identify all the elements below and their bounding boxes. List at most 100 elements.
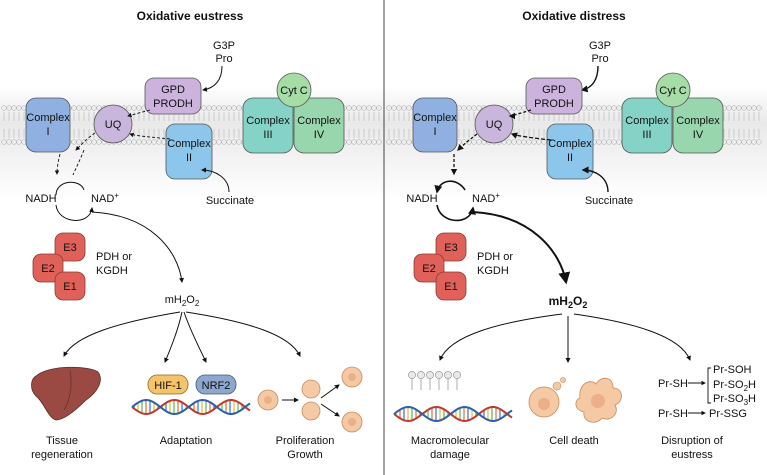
complex-i-num: I	[433, 126, 436, 138]
cell-fragment	[552, 381, 562, 391]
regeneration-label: regeneration	[31, 449, 93, 461]
lipid-head	[236, 139, 242, 145]
lipid-head	[516, 139, 522, 145]
complex-iv-label: Complex	[676, 115, 720, 127]
complexii-to-uq-arrow	[129, 132, 171, 140]
lipid-head	[417, 371, 425, 379]
lipid-head	[76, 105, 82, 111]
lipid-head	[71, 139, 77, 145]
lipid-head	[351, 105, 357, 111]
lipid-head	[351, 139, 357, 145]
flow-to-mh2o2	[472, 211, 571, 285]
adaptation-label: Adaptation	[160, 435, 213, 447]
lipid-head	[741, 105, 747, 111]
lipid-head	[356, 139, 362, 145]
lipid-head	[591, 105, 597, 111]
lipid-head	[131, 139, 137, 145]
panel-right: Oxidative distress G3P Pro GPD PRODH Com…	[386, 9, 762, 461]
lipid-head	[231, 105, 237, 111]
gpd-label: GPD	[161, 84, 185, 96]
lipid-head	[453, 371, 461, 379]
lipid-head	[206, 105, 212, 111]
lipid-head	[86, 139, 92, 145]
nrf2-label: NRF2	[202, 380, 231, 392]
g3p-label: G3P	[589, 40, 611, 52]
lipid-head	[726, 139, 732, 145]
nad-label: NAD+	[91, 191, 119, 205]
lipid-head	[391, 139, 397, 145]
lipid-head	[401, 105, 407, 111]
lipid-head	[216, 105, 222, 111]
product-bracket	[707, 367, 711, 404]
nadh-cycle-top	[55, 181, 85, 196]
complex-ii-num: II	[186, 152, 192, 164]
pr-sh-label-2: Pr-SH	[658, 408, 688, 420]
lipid-head	[396, 105, 402, 111]
damage-label: damage	[430, 449, 470, 461]
dna-helix	[393, 405, 513, 423]
gpd-label: GPD	[542, 84, 566, 96]
lipid-head	[91, 105, 97, 111]
succinate-arrow	[581, 166, 609, 193]
branch-disruption	[573, 313, 691, 361]
lipid-head	[741, 139, 747, 145]
lipid-head	[521, 105, 527, 111]
prodh-label: PRODH	[534, 98, 574, 110]
lipid-head	[471, 139, 477, 145]
lipid-head	[11, 105, 17, 111]
branch-nrf	[183, 311, 207, 363]
panel-title: Oxidative distress	[522, 9, 626, 23]
kgdh-label: KGDH	[96, 265, 128, 277]
lipid-head	[361, 139, 367, 145]
complex-iv-label: Complex	[297, 115, 341, 127]
lipid-head	[371, 105, 377, 111]
lipid-head	[6, 105, 12, 111]
complex-iv-num: IV	[693, 129, 704, 141]
lipid-head	[606, 139, 612, 145]
lipid-head	[616, 139, 622, 145]
complex-iii-num: III	[642, 129, 651, 141]
lipid-head	[408, 371, 416, 379]
lipid-head	[71, 105, 77, 111]
lipid-head	[136, 105, 142, 111]
pr-ssg-label: Pr-SSG	[709, 408, 747, 420]
nadh-label: NADH	[406, 193, 437, 205]
flow-to-mh2o2	[91, 211, 184, 283]
lipid-head	[6, 139, 12, 145]
macromolecular-label: Macromolecular	[411, 435, 490, 447]
lipid-head	[476, 139, 482, 145]
e1-box	[54, 271, 86, 301]
uq-label: UQ	[486, 119, 503, 131]
complex-iii-label: Complex	[246, 115, 290, 127]
lipid-head	[756, 139, 762, 145]
lipid-head	[361, 105, 367, 111]
lipid-head	[435, 371, 443, 379]
branch-tissue	[63, 311, 181, 357]
lipid-head	[231, 139, 237, 145]
lipid-head	[511, 105, 517, 111]
lipid-head	[151, 139, 157, 145]
lipid-head	[541, 139, 547, 145]
complex-iii-box	[242, 97, 294, 154]
lipid-head	[506, 105, 512, 111]
complex-ii-box	[165, 123, 213, 180]
lipid-head	[221, 139, 227, 145]
complex-i-num: I	[46, 126, 49, 138]
lipid-head	[461, 105, 467, 111]
lipid-head	[516, 105, 522, 111]
cell-daughter-bottom-nucleus	[348, 418, 356, 426]
branch-proliferation	[185, 311, 301, 357]
e1-box	[435, 271, 467, 301]
lipid-head	[616, 105, 622, 111]
lipid-head	[466, 105, 472, 111]
cell-nucleus	[264, 396, 272, 404]
complex-iii-label: Complex	[625, 115, 669, 127]
nad-label: NAD+	[472, 191, 500, 205]
succinate-label: Succinate	[585, 195, 633, 207]
e3-box	[54, 232, 86, 262]
cell-death-label: Cell death	[549, 435, 599, 447]
lipid-head	[236, 105, 242, 111]
lipid-head	[611, 139, 617, 145]
lipid-head	[751, 139, 757, 145]
lipid-head	[596, 105, 602, 111]
